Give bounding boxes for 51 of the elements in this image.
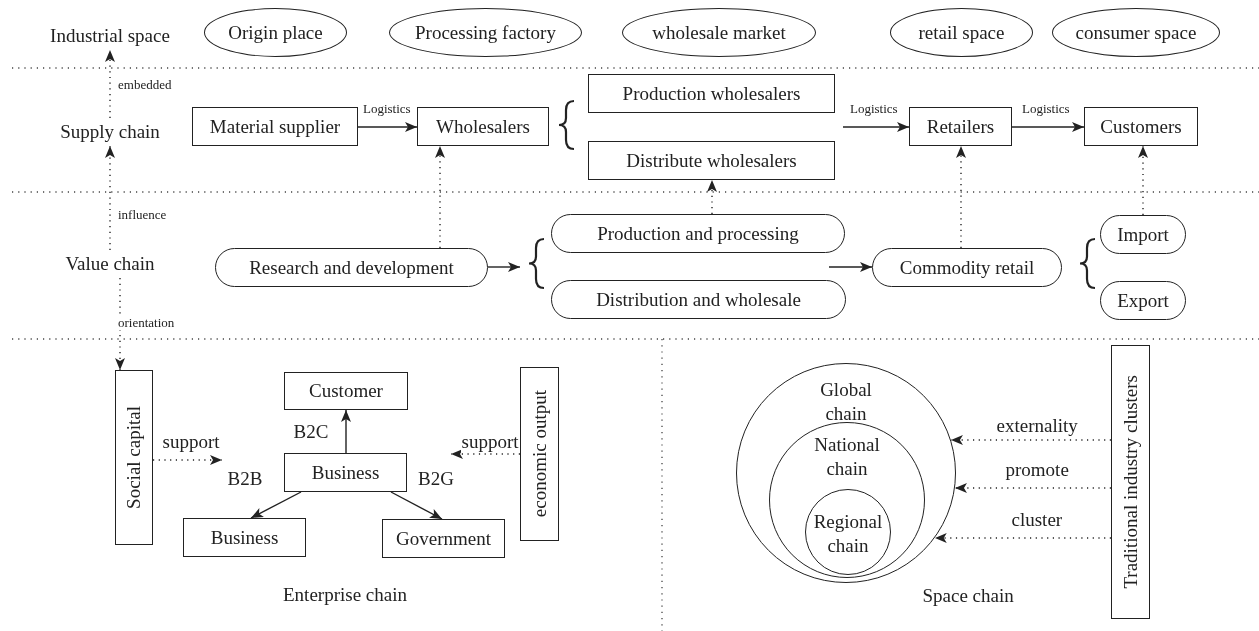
vertical-box: Traditional industry clusters [1111,345,1150,619]
process-box: Government [382,519,505,558]
process-box: Distribute wholesalers [588,141,835,180]
arrow [842,122,910,132]
process-box: Wholesalers [417,107,549,146]
dotted-arrow [707,179,717,215]
stage-pill: Research and development [215,248,488,287]
process-box: Retailers [909,107,1012,146]
dotted-arrow [954,483,1112,493]
section-caption: Space chain [922,585,1014,607]
process-box: Business [183,518,306,557]
place-ellipse: Processing factory [389,8,582,57]
arrow [487,262,521,272]
arrow [1011,122,1085,132]
section-caption: Enterprise chain [283,584,407,606]
vertical-box: economic output [520,367,559,541]
dotted-arrow [105,145,115,251]
arrow [341,409,351,454]
dotted-arrow [934,533,1112,543]
arrow [390,491,443,520]
process-box: Customer [284,372,408,410]
dotted-arrow [956,145,966,249]
place-ellipse: retail space [890,8,1033,57]
dotted-arrow [435,145,445,249]
circle-label: Regional chain [812,510,884,558]
dotted-arrow [152,455,223,465]
arrow [250,491,302,519]
arrow [357,122,418,132]
row-label: Supply chain [55,118,165,146]
dotted-arrow [1138,145,1148,216]
row-label: Value chain [60,250,160,278]
process-box: Business [284,453,407,492]
dotted-arrow [450,449,521,459]
stage-pill: Export [1100,281,1186,320]
dotted-arrow [105,49,115,119]
row-label: Industrial space [40,22,180,50]
circle-label: National chain [813,433,881,481]
vertical-box: Social capital [115,370,153,545]
stage-pill: Commodity retail [872,248,1062,287]
dotted-arrow [115,277,125,371]
stage-pill: Production and processing [551,214,845,253]
stage-pill: Distribution and wholesale [551,280,846,319]
process-box: Material supplier [192,107,358,146]
place-ellipse: consumer space [1052,8,1220,57]
circle-label: Global chain [819,378,873,426]
place-ellipse: wholesale market [622,8,816,57]
process-box: Customers [1084,107,1198,146]
stage-pill: Import [1100,215,1186,254]
place-ellipse: Origin place [204,8,347,57]
process-box: Production wholesalers [588,74,835,113]
dotted-arrow [950,435,1112,445]
